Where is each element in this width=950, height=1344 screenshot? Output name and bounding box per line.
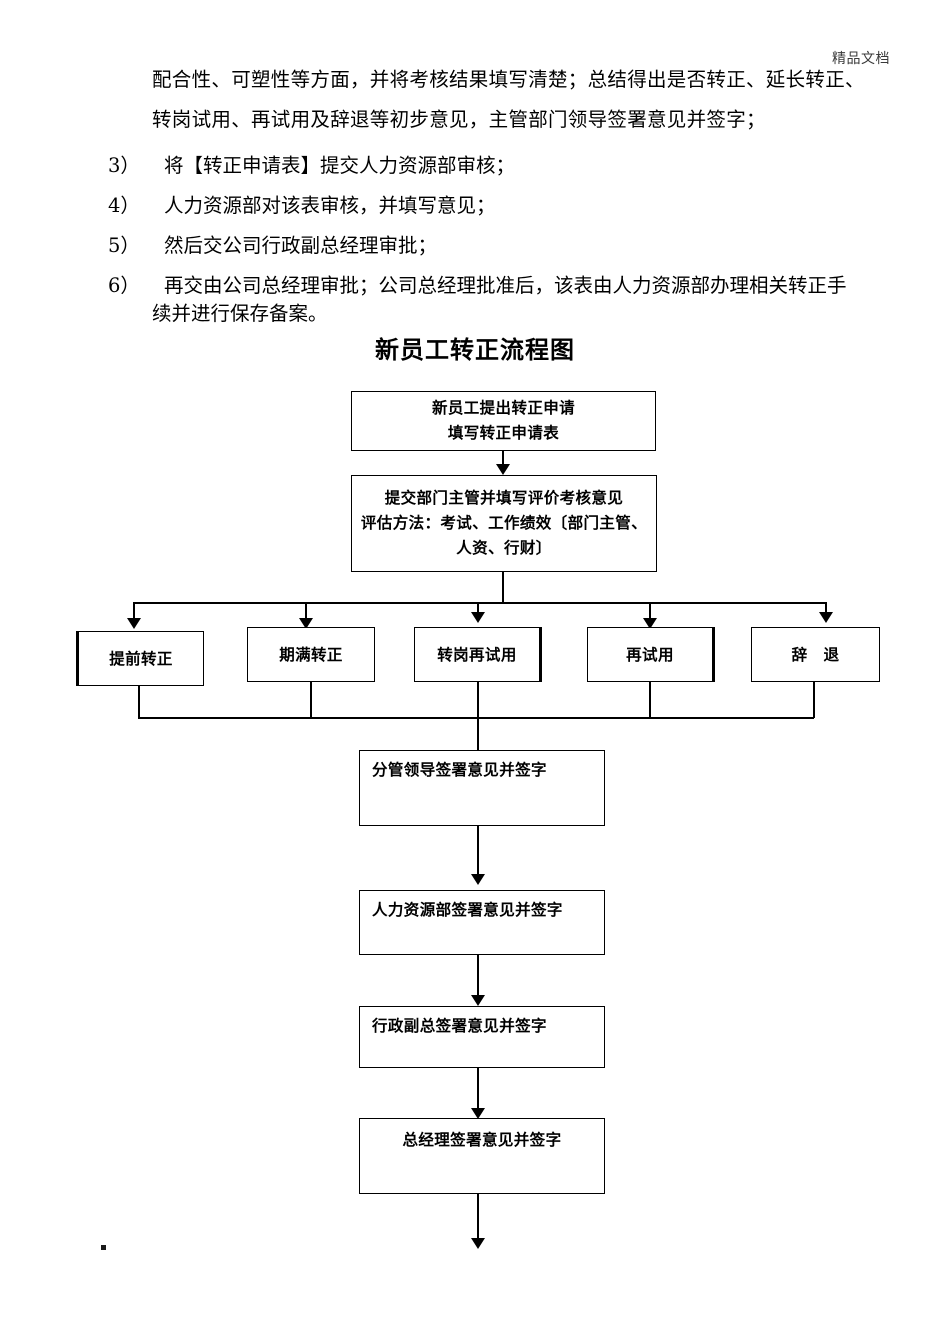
merge-leg-3 bbox=[477, 682, 479, 718]
branch-leg-4 bbox=[649, 602, 651, 622]
flow-node-gm-sign: 总经理签署意见并签字 bbox=[359, 1118, 605, 1194]
flow-node-branch-5: 辞 退 bbox=[751, 627, 880, 682]
list-item-marker: 5） bbox=[108, 234, 140, 257]
flow-node-review-line1: 提交部门主管并填写评价考核意见 bbox=[384, 489, 624, 507]
list-item-marker: 6） bbox=[108, 274, 140, 297]
connector-vp-to-gm bbox=[477, 1068, 479, 1113]
flow-node-branch-4-label: 再试用 bbox=[626, 645, 674, 664]
flow-node-vp-sign: 行政副总签署意见并签字 bbox=[359, 1006, 605, 1068]
arrow-hr-to-vp bbox=[471, 995, 485, 1006]
arrow-branch-4 bbox=[643, 618, 657, 629]
arrow-supervisor-to-hr bbox=[471, 874, 485, 885]
flow-node-apply-line1: 新员工提出转正申请 bbox=[431, 399, 576, 417]
merge-bus-horizontal bbox=[138, 717, 814, 719]
header-watermark: 精品文档 bbox=[832, 51, 890, 67]
branch-leg-1 bbox=[133, 602, 135, 622]
paragraph-continuation-line-2: 转岗试用、再试用及辞退等初步意见，主管部门领导签署意见并签字； bbox=[152, 108, 766, 131]
list-item-text: 人力资源部对该表审核，并填写意见； bbox=[164, 194, 496, 217]
paragraph-continuation-line-1: 配合性、可塑性等方面，并将考核结果填写清楚；总结得出是否转正、延长转正、 bbox=[152, 68, 865, 91]
list-item-text: 然后交公司行政副总经理审批； bbox=[164, 234, 438, 257]
branch-leg-5 bbox=[825, 602, 827, 616]
flow-node-supervisor-sign-label: 分管领导签署意见并签字 bbox=[372, 760, 547, 779]
flow-node-review: 提交部门主管并填写评价考核意见 评估方法：考试、工作绩效〔部门主管、 人资、行财… bbox=[351, 475, 657, 572]
list-item-text: 再交由公司总经理审批；公司总经理批准后，该表由人力资源部办理相关转正手 bbox=[164, 274, 847, 297]
connector-hr-to-vp bbox=[477, 955, 479, 999]
flow-node-review-line3: 人资、行财〕 bbox=[456, 539, 552, 557]
connector-apply-to-review bbox=[502, 451, 504, 468]
merge-leg-5 bbox=[813, 682, 815, 718]
arrow-branch-5 bbox=[819, 612, 833, 623]
list-item-text: 将【转正申请表】提交人力资源部审核； bbox=[164, 154, 516, 177]
arrow-branch-1 bbox=[127, 618, 141, 629]
merge-leg-4 bbox=[649, 682, 651, 718]
list-item-continuation: 续并进行保存备案。 bbox=[152, 302, 328, 325]
flowchart-title: 新员工转正流程图 bbox=[375, 336, 575, 364]
flow-node-gm-sign-label: 总经理签署意见并签字 bbox=[402, 1130, 562, 1149]
branch-leg-2 bbox=[305, 602, 307, 622]
connector-merge-to-supervisor bbox=[477, 717, 479, 775]
flow-node-apply-line2: 填写转正申请表 bbox=[447, 424, 560, 442]
flow-node-review-line2: 评估方法：考试、工作绩效〔部门主管、 bbox=[360, 514, 648, 532]
arrow-branch-3 bbox=[471, 612, 485, 623]
arrow-apply-to-review bbox=[496, 464, 510, 475]
merge-leg-1 bbox=[138, 686, 140, 718]
flow-node-branch-1-label: 提前转正 bbox=[109, 649, 173, 668]
flow-node-branch-2-label: 期满转正 bbox=[279, 645, 343, 664]
merge-leg-2 bbox=[310, 682, 312, 718]
connector-review-to-bus bbox=[502, 572, 504, 604]
flow-node-branch-2: 期满转正 bbox=[247, 627, 375, 682]
arrow-gm-outgoing bbox=[471, 1238, 485, 1249]
flow-node-branch-3-label: 转岗再试用 bbox=[437, 645, 517, 664]
arrow-vp-to-gm bbox=[471, 1108, 485, 1119]
branch-leg-3 bbox=[477, 602, 479, 616]
list-item-marker: 4） bbox=[108, 194, 140, 217]
branch-bus-horizontal bbox=[133, 602, 825, 604]
page-corner-mark bbox=[101, 1245, 106, 1250]
connector-supervisor-to-hr bbox=[477, 826, 479, 878]
flow-node-hr-sign: 人力资源部签署意见并签字 bbox=[359, 890, 605, 955]
flow-node-vp-sign-label: 行政副总签署意见并签字 bbox=[372, 1016, 547, 1035]
flow-node-supervisor-sign: 分管领导签署意见并签字 bbox=[359, 750, 605, 826]
flow-node-apply: 新员工提出转正申请 填写转正申请表 bbox=[351, 391, 656, 451]
flow-node-hr-sign-label: 人力资源部签署意见并签字 bbox=[372, 900, 563, 919]
arrow-branch-2 bbox=[299, 618, 313, 629]
flow-node-branch-5-label: 辞 退 bbox=[791, 645, 840, 664]
flow-node-branch-4: 再试用 bbox=[587, 627, 715, 682]
flow-node-branch-3: 转岗再试用 bbox=[414, 627, 542, 682]
list-item-marker: 3） bbox=[108, 154, 140, 177]
flow-node-branch-1: 提前转正 bbox=[76, 631, 204, 686]
connector-gm-outgoing bbox=[477, 1194, 479, 1242]
